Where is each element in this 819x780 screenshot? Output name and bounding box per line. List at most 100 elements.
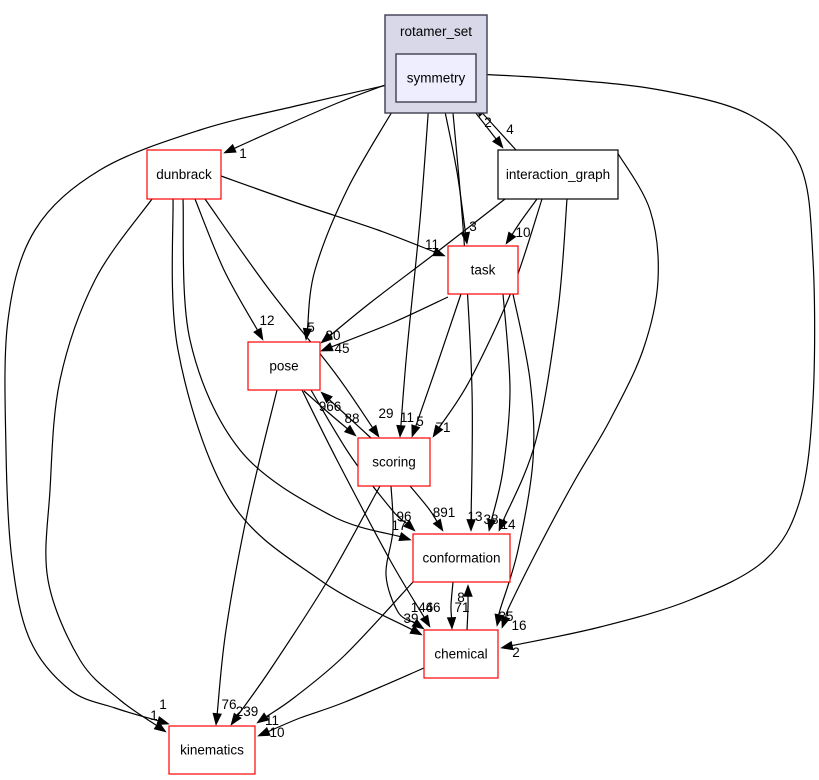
edge-scoring-kinematics — [230, 485, 381, 726]
edge-label-interaction_graph-symmetry: 2 — [484, 115, 492, 130]
arrowhead-icon — [419, 614, 431, 628]
arrowhead-icon — [253, 327, 264, 341]
node-chemical[interactable]: chemical — [423, 629, 499, 679]
arrowhead-icon — [320, 391, 333, 404]
edge-symmetry-chemical — [475, 73, 816, 651]
arrowhead-icon — [494, 613, 504, 627]
node-label-conformation: conformation — [422, 551, 500, 566]
edge-label-task-chemical: 35 — [498, 609, 513, 624]
edge-label-interaction_graph-conformation: 14 — [500, 517, 516, 532]
arrowhead-icon — [500, 640, 514, 651]
edge-label-scoring-kinematics: 239 — [236, 704, 259, 719]
node-label-symmetry: symmetry — [407, 71, 466, 86]
node-scoring[interactable]: scoring — [357, 437, 431, 487]
arrowhead-icon — [368, 424, 380, 438]
arrowhead-icon — [230, 712, 242, 726]
edge-pose-kinematics — [212, 389, 278, 726]
node-dunbrack[interactable]: dunbrack — [146, 149, 222, 200]
edge-dunbrack-chemical — [171, 198, 423, 636]
arrowhead-icon — [398, 531, 412, 542]
edge-pose-scoring — [303, 390, 357, 437]
edge-conformation-kinematics — [256, 581, 414, 724]
node-symmetry[interactable]: symmetry — [395, 53, 477, 103]
arrowhead-icon — [432, 247, 446, 257]
node-task[interactable]: task — [447, 245, 519, 295]
edge-label-conformation-kinematics: 11 — [265, 713, 279, 728]
arrowhead-icon — [411, 618, 425, 630]
edge-label-interaction_graph-pose: 30 — [325, 328, 340, 343]
node-conformation[interactable]: conformation — [412, 533, 511, 583]
edge-label-symmetry-conformation: 13 — [467, 509, 482, 524]
edge-label-symmetry-scoring: 11 — [400, 410, 414, 425]
arrowhead-icon — [446, 617, 457, 630]
edge-label-pose-scoring: 88 — [344, 411, 359, 426]
arrowhead-icon — [466, 519, 476, 532]
edge-scoring-conformation — [409, 485, 444, 532]
edge-label-interaction_graph-scoring: 71 — [435, 420, 450, 435]
edge-interaction_graph-scoring — [432, 198, 543, 438]
edges-layer — [4, 73, 816, 737]
edge-label-scoring-chemical: 46 — [425, 600, 440, 615]
arrowhead-icon — [403, 519, 416, 532]
edge-label-chemical-conformation: 8 — [457, 590, 465, 605]
arrowhead-icon — [498, 518, 508, 532]
edge-scoring-pose — [320, 391, 372, 439]
edge-symmetry-conformation — [451, 101, 476, 532]
edge-label-symmetry-kinematics: 1 — [159, 697, 167, 712]
edge-scoring-chemical — [385, 485, 425, 630]
edge-label-symmetry-interaction_graph: 4 — [506, 122, 514, 137]
edge-label-symmetry-dunbrack: 1 — [239, 146, 247, 161]
edge-label-pose-kinematics: 76 — [221, 697, 236, 712]
edge-symmetry-dunbrack — [223, 80, 397, 154]
edge-label-dunbrack-scoring: 29 — [378, 406, 393, 421]
edge-label-pose-conformation: 96 — [396, 509, 411, 524]
edge-dunbrack-task — [220, 175, 446, 257]
node-kinematics[interactable]: kinematics — [168, 725, 256, 775]
edge-chemical-conformation — [463, 584, 473, 631]
edge-label-conformation-chemical: 71 — [454, 600, 469, 615]
edge-label-dunbrack-conformation: 17 — [391, 518, 406, 533]
edge-label-pose-chemical: 146 — [411, 600, 434, 615]
edge-label-scoring-conformation: 891 — [433, 505, 456, 520]
arrowhead-icon — [256, 712, 270, 724]
edge-dunbrack-conformation — [182, 198, 412, 542]
arrowhead-icon — [257, 727, 271, 737]
arrowhead-icon — [487, 518, 497, 532]
edge-interaction_graph-chemical — [501, 151, 659, 629]
arrowhead-icon — [320, 331, 334, 344]
arrowhead-icon — [409, 625, 423, 636]
edge-symmetry-task — [442, 101, 471, 245]
edge-symmetry-scoring — [396, 101, 430, 438]
node-interaction_graph[interactable]: interaction_graph — [497, 149, 619, 200]
edge-conformation-chemical — [446, 581, 457, 630]
edge-label-dunbrack-pose: 12 — [259, 313, 274, 328]
edge-interaction_graph-conformation — [498, 198, 568, 532]
node-label-interaction_graph: interaction_graph — [506, 167, 610, 182]
arrowhead-icon — [432, 518, 444, 532]
edge-label-dunbrack-task: 11 — [425, 237, 439, 252]
edge-label-interaction_graph-task: 10 — [515, 225, 530, 240]
node-label-task: task — [471, 263, 496, 278]
edge-label-scoring-pose: 966 — [319, 399, 342, 414]
edge-label-task-pose: 45 — [334, 341, 349, 356]
arrowhead-icon — [492, 135, 504, 149]
node-pose[interactable]: pose — [247, 341, 321, 391]
edge-label-task-scoring: 5 — [416, 414, 424, 429]
arrowhead-icon — [320, 342, 334, 352]
arrowhead-icon — [411, 424, 421, 438]
edge-label-chemical-kinematics: 10 — [269, 725, 284, 740]
edge-label-task-conformation: 38 — [483, 512, 498, 527]
edge-dunbrack-pose — [194, 198, 264, 341]
edge-task-conformation — [487, 293, 511, 532]
node-label-chemical: chemical — [434, 647, 487, 662]
edge-pose-chemical — [301, 389, 431, 628]
node-label-pose: pose — [269, 359, 298, 374]
edge-chemical-kinematics — [257, 667, 425, 737]
edge-label-symmetry-pose: 5 — [307, 320, 315, 335]
arrowhead-icon — [153, 721, 167, 733]
edge-label-interaction_graph-chemical: 16 — [511, 618, 526, 633]
edge-task-pose — [320, 296, 449, 352]
